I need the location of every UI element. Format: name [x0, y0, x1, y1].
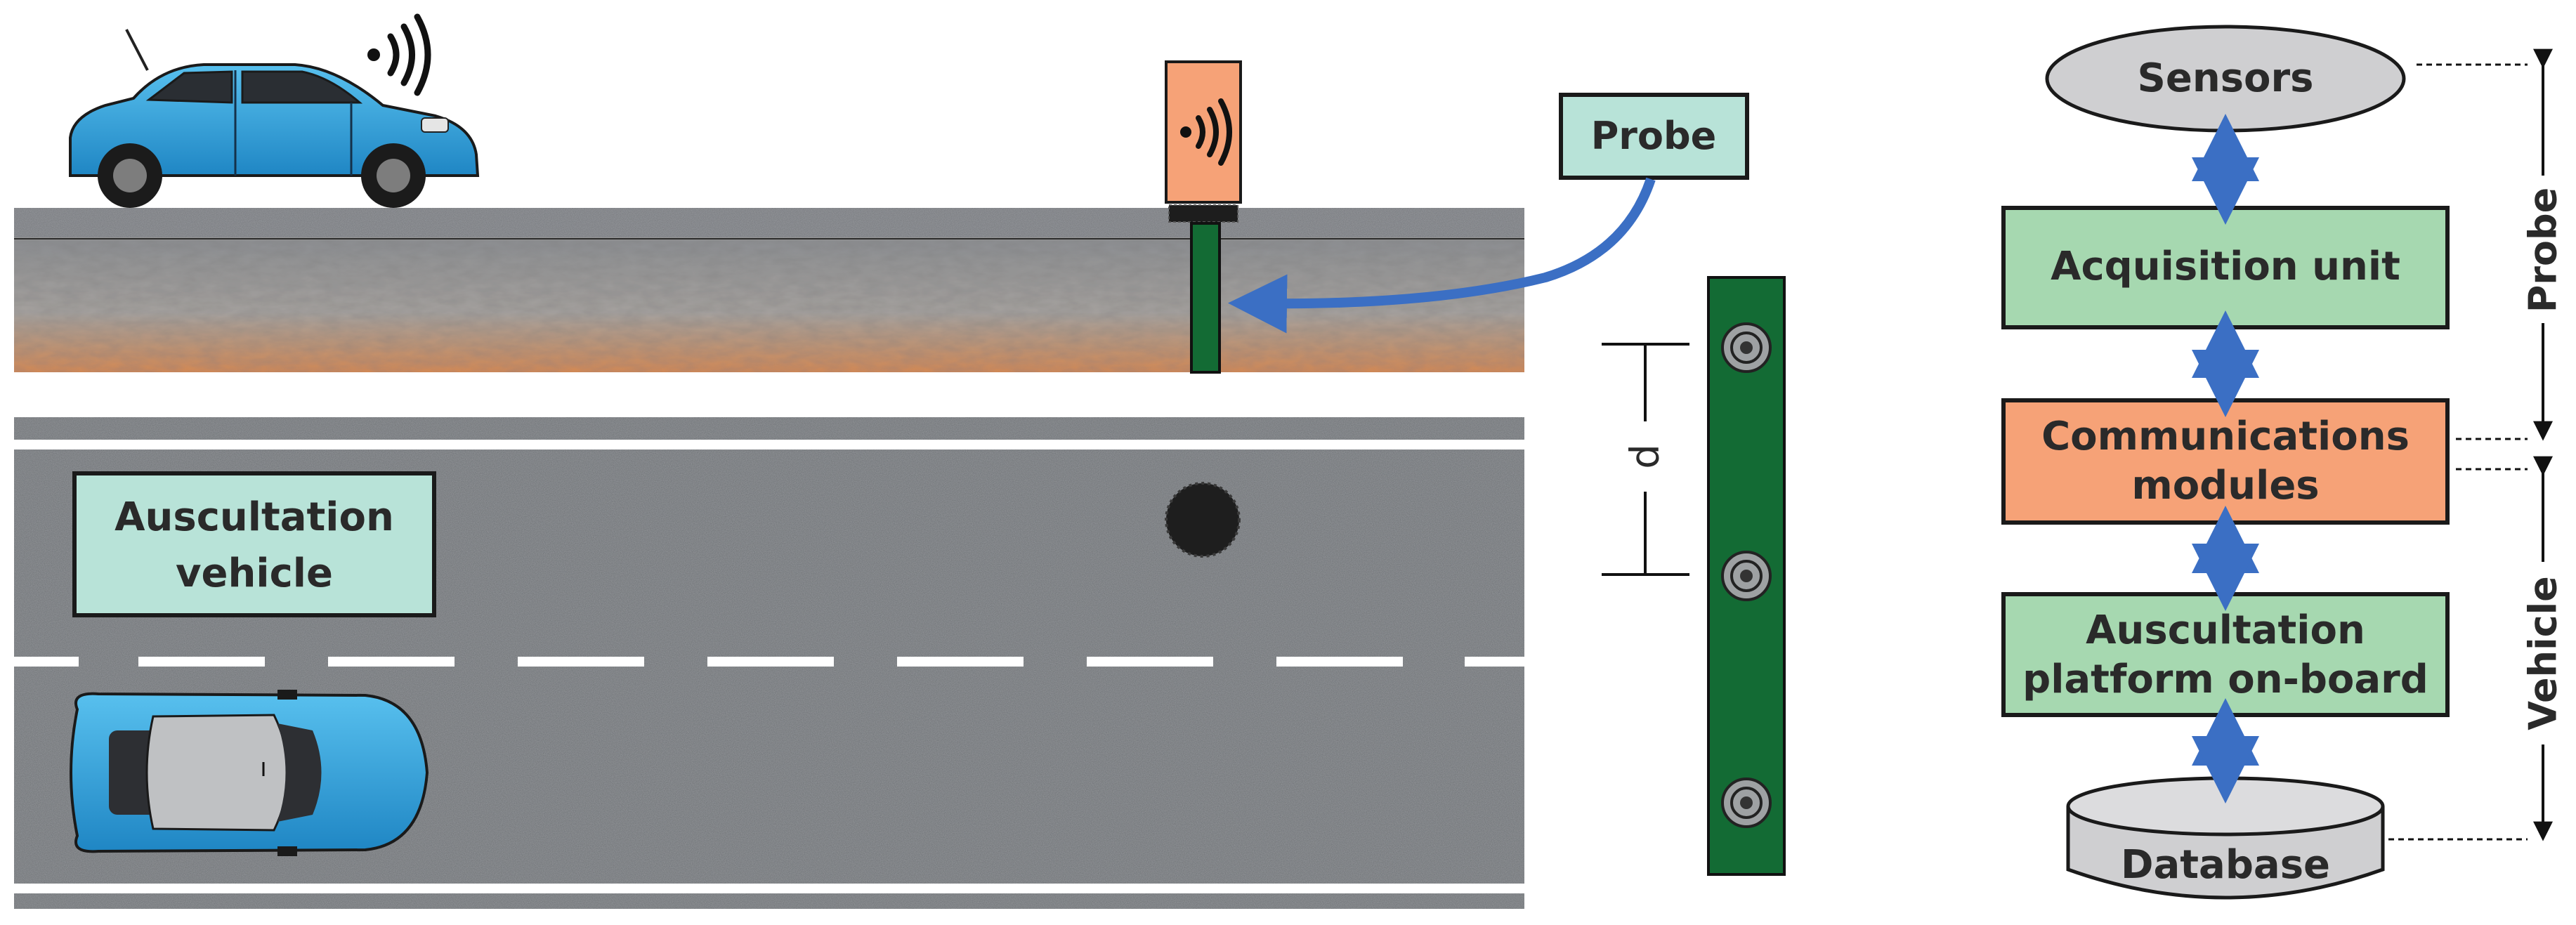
- database-node: Database: [2066, 776, 2385, 900]
- auscultation-vehicle-label: Auscultation vehicle: [72, 471, 436, 617]
- vehicle-range-label: Vehicle: [2521, 576, 2565, 730]
- probe-body: [1190, 222, 1221, 374]
- lane-dashes: [14, 657, 1524, 667]
- road-scene: Probe Auscultation vehicle: [14, 13, 1786, 909]
- wifi-signal-icon: [1180, 98, 1232, 166]
- acquisition-unit-text: Acquisition unit: [2051, 244, 2400, 289]
- system-flow-diagram: Sensors Acquisition unit Communications …: [2001, 25, 2565, 900]
- car-side-view: [69, 29, 480, 208]
- distance-dimension: [1602, 343, 1689, 576]
- sensors-node: Sensors: [2045, 25, 2406, 133]
- platform-line1: Auscultation: [2086, 608, 2365, 653]
- auscultation-vehicle-line1: Auscultation: [115, 494, 394, 540]
- acquisition-unit-node: Acquisition unit: [2001, 206, 2450, 329]
- sensors-text: Sensors: [2138, 55, 2314, 101]
- auscultation-vehicle-line2: vehicle: [176, 551, 333, 596]
- probe-range-label: Probe: [2521, 188, 2565, 313]
- probe-hole-top-view: [1166, 483, 1239, 556]
- sensor-disc-icon: [1721, 778, 1772, 828]
- communications-modules-node: Communications modules: [2001, 398, 2450, 525]
- road-cross-section: [14, 208, 1524, 372]
- probe-label-text: Probe: [1591, 114, 1717, 158]
- auscultation-platform-node: Auscultation platform on-board: [2001, 592, 2450, 717]
- platform-line2: platform on-board: [2022, 657, 2428, 702]
- distance-label: d: [1623, 444, 1668, 469]
- car-top-view: [70, 690, 429, 856]
- probe-label: Probe: [1559, 93, 1749, 180]
- sensor-disc-icon: [1721, 322, 1772, 373]
- wifi-signal-icon: [367, 13, 431, 96]
- probe-post: [1165, 60, 1242, 374]
- range-leader-lines: [2388, 63, 2528, 841]
- sensor-disc-icon: [1721, 551, 1772, 601]
- probe-sensor-array: [1707, 276, 1786, 876]
- database-text: Database: [2121, 842, 2330, 888]
- lane-line-bottom: [14, 884, 1524, 893]
- probe-pointer-arrow: [1228, 177, 1656, 334]
- lane-line-top: [14, 440, 1524, 450]
- communications-line2: modules: [2131, 463, 2319, 509]
- communications-line1: Communications: [2041, 414, 2410, 459]
